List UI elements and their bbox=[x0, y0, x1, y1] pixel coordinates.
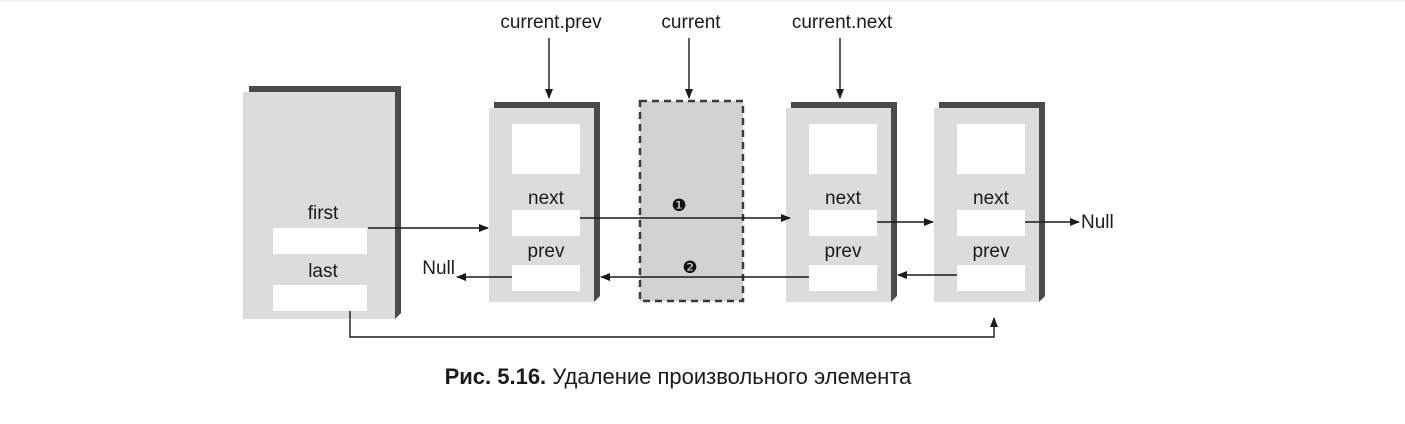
list-header-box: first last bbox=[243, 86, 401, 319]
first-slot bbox=[273, 228, 367, 254]
prev-label: prev bbox=[973, 241, 1010, 262]
first-label: first bbox=[308, 203, 339, 224]
data-slot bbox=[957, 124, 1025, 174]
node-current-removed bbox=[638, 99, 745, 303]
prev-slot bbox=[512, 265, 580, 291]
next-label: next bbox=[973, 188, 1010, 209]
prev-slot bbox=[957, 265, 1025, 291]
step-1-marker: ❶ bbox=[671, 196, 686, 216]
next-slot bbox=[957, 210, 1025, 236]
step-2-marker: ❷ bbox=[682, 258, 697, 278]
node-last: next prev bbox=[934, 102, 1045, 302]
prev-label: prev bbox=[528, 241, 565, 262]
node-current-next: next prev bbox=[786, 102, 897, 302]
caption-number: Рис. 5.16. bbox=[445, 364, 547, 389]
last-pointer-arrow bbox=[349, 311, 998, 338]
data-slot bbox=[512, 124, 580, 174]
null-left-label: Null bbox=[422, 258, 455, 279]
next-slot bbox=[512, 210, 580, 236]
prev-slot bbox=[809, 265, 877, 291]
last-label: last bbox=[308, 261, 338, 282]
prev-label: prev bbox=[825, 241, 862, 262]
caption-text: Удаление произвольного элемента bbox=[552, 364, 912, 389]
next-label: next bbox=[528, 188, 565, 209]
figure-caption: Рис. 5.16. Удаление произвольного элемен… bbox=[445, 364, 913, 389]
top-border bbox=[0, 0, 1405, 2]
current-pointer-label: current bbox=[661, 12, 721, 33]
next-slot bbox=[809, 210, 877, 236]
null-right-label: Null bbox=[1081, 212, 1114, 233]
current-next-pointer-label: current.next bbox=[792, 12, 893, 33]
node-current-prev: next prev bbox=[489, 102, 600, 302]
data-slot bbox=[809, 124, 877, 174]
last-slot bbox=[273, 285, 367, 311]
next-label: next bbox=[825, 188, 862, 209]
current-prev-pointer-label: current.prev bbox=[500, 12, 602, 33]
